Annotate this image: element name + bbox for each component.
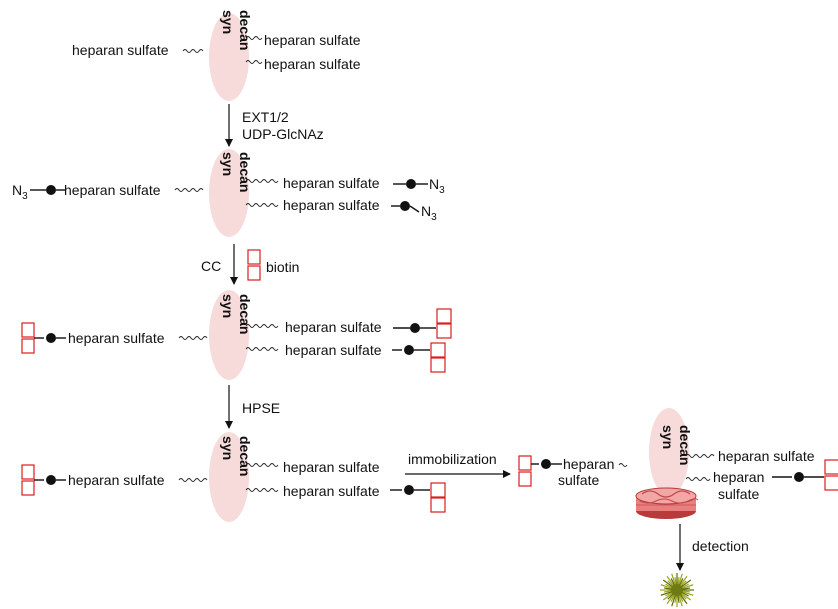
azide-label: N3: [421, 203, 437, 223]
hs-chain-left: heparan sulfate: [68, 472, 165, 488]
linker-wavy: [245, 324, 279, 328]
linker-wavy: [245, 179, 279, 183]
decan-label: decan: [237, 10, 253, 50]
linker-wavy: [245, 203, 279, 207]
syndecan-ellipse: [649, 408, 689, 496]
fragment-sulfate: sulfate: [558, 472, 599, 488]
linker-wavy: [245, 347, 279, 351]
syn-label: syn: [660, 425, 676, 449]
immobilization-label: immobilization: [408, 451, 497, 467]
hs-chain-left: heparan sulfate: [68, 330, 165, 346]
row-4: syn decan heparan sulfate heparan sulfat…: [21, 432, 446, 522]
alkyne-dot-icon: [794, 472, 804, 482]
biotin-box-icon: [430, 482, 446, 513]
linker-wavy: [178, 336, 208, 340]
linker-wavy: [685, 454, 715, 458]
linker-wavy: [245, 60, 263, 64]
alkyne-dot-icon: [406, 179, 416, 189]
syndecan-ellipse: [209, 149, 249, 237]
hs-chain-right-bottom: heparan sulfate: [283, 197, 380, 213]
step3-hpse: HPSE: [242, 400, 280, 416]
alkyne-dot-icon: [400, 201, 410, 211]
alkyne-dot-icon: [46, 185, 56, 195]
hs-chain-left: heparan sulfate: [72, 42, 169, 58]
alkyne-dot-icon: [541, 459, 551, 469]
fragment-heparan: heparan: [563, 456, 614, 472]
detection-burst-icon: [660, 573, 694, 607]
immobilized-hs-top: heparan sulfate: [718, 448, 815, 464]
biotin-box-icon: [21, 464, 35, 496]
biotin-box-icon: [247, 249, 261, 281]
linker-wavy: [618, 463, 628, 467]
syn-label: syn: [220, 436, 236, 460]
row-3: syn decan heparan sulfate heparan sulfat…: [21, 290, 452, 380]
decan-label: decan: [237, 152, 253, 192]
biotin-box-icon: [430, 342, 446, 373]
decan-label: decan: [237, 294, 253, 334]
syndecan-ellipse: [209, 290, 249, 380]
syn-label: syn: [220, 152, 236, 176]
hs-chain-right-top: heparan sulfate: [283, 459, 380, 475]
step2-cc: CC: [201, 258, 221, 274]
step1-reagent-2: UDP-GlcNAz: [242, 126, 324, 142]
linker-wavy: [178, 478, 208, 482]
alkyne-dot-icon: [46, 475, 56, 485]
azide-label: N3: [429, 176, 445, 196]
linker-wavy: [685, 477, 711, 481]
linker-wavy: [182, 49, 204, 53]
plate-icon: [635, 487, 699, 519]
row-4-immobilized: syn decan heparan sulfate heparan sulfat…: [635, 408, 838, 519]
immobilized-heparan: heparan: [713, 469, 764, 485]
azide-label: N3: [12, 182, 28, 202]
decan-label: decan: [677, 425, 693, 465]
syn-label: syn: [220, 294, 236, 318]
hs-chain-right-top: heparan sulfate: [285, 319, 382, 335]
row-2: syn decan N3 heparan sulfate heparan sul…: [12, 149, 445, 237]
syndecan-ellipse: [209, 13, 249, 101]
syndecan-ellipse: [209, 432, 249, 522]
hs-chain-left: heparan sulfate: [64, 182, 161, 198]
alkyne-dot-icon: [410, 323, 420, 333]
biotin-box-icon: [21, 322, 35, 354]
step1-reagent-1: EXT1/2: [242, 109, 289, 125]
released-fragment: heparan sulfate: [518, 455, 628, 488]
alkyne-dot-icon: [404, 345, 414, 355]
hs-chain-right-bottom: heparan sulfate: [283, 483, 380, 499]
hs-chain-right-bottom: heparan sulfate: [264, 56, 361, 72]
alkyne-dot-icon: [404, 485, 414, 495]
step2-biotin: biotin: [266, 259, 299, 275]
biotin-box-icon: [824, 459, 838, 491]
hs-chain-right-bottom: heparan sulfate: [285, 342, 382, 358]
biotin-box-icon: [518, 455, 532, 487]
linker-wavy: [245, 488, 279, 492]
linker-wavy: [174, 188, 204, 192]
syn-label: syn: [220, 10, 236, 34]
linker-wavy: [245, 36, 263, 40]
decan-label: decan: [237, 436, 253, 476]
detection-label: detection: [692, 538, 749, 554]
hs-chain-right-top: heparan sulfate: [264, 32, 361, 48]
biotin-box-icon: [436, 308, 452, 339]
alkyne-dot-icon: [46, 333, 56, 343]
hs-chain-right-top: heparan sulfate: [283, 175, 380, 191]
linker-wavy: [245, 463, 279, 467]
row-1: syn decan heparan sulfate heparan sulfat…: [72, 10, 361, 101]
immobilized-sulfate: sulfate: [718, 486, 759, 502]
